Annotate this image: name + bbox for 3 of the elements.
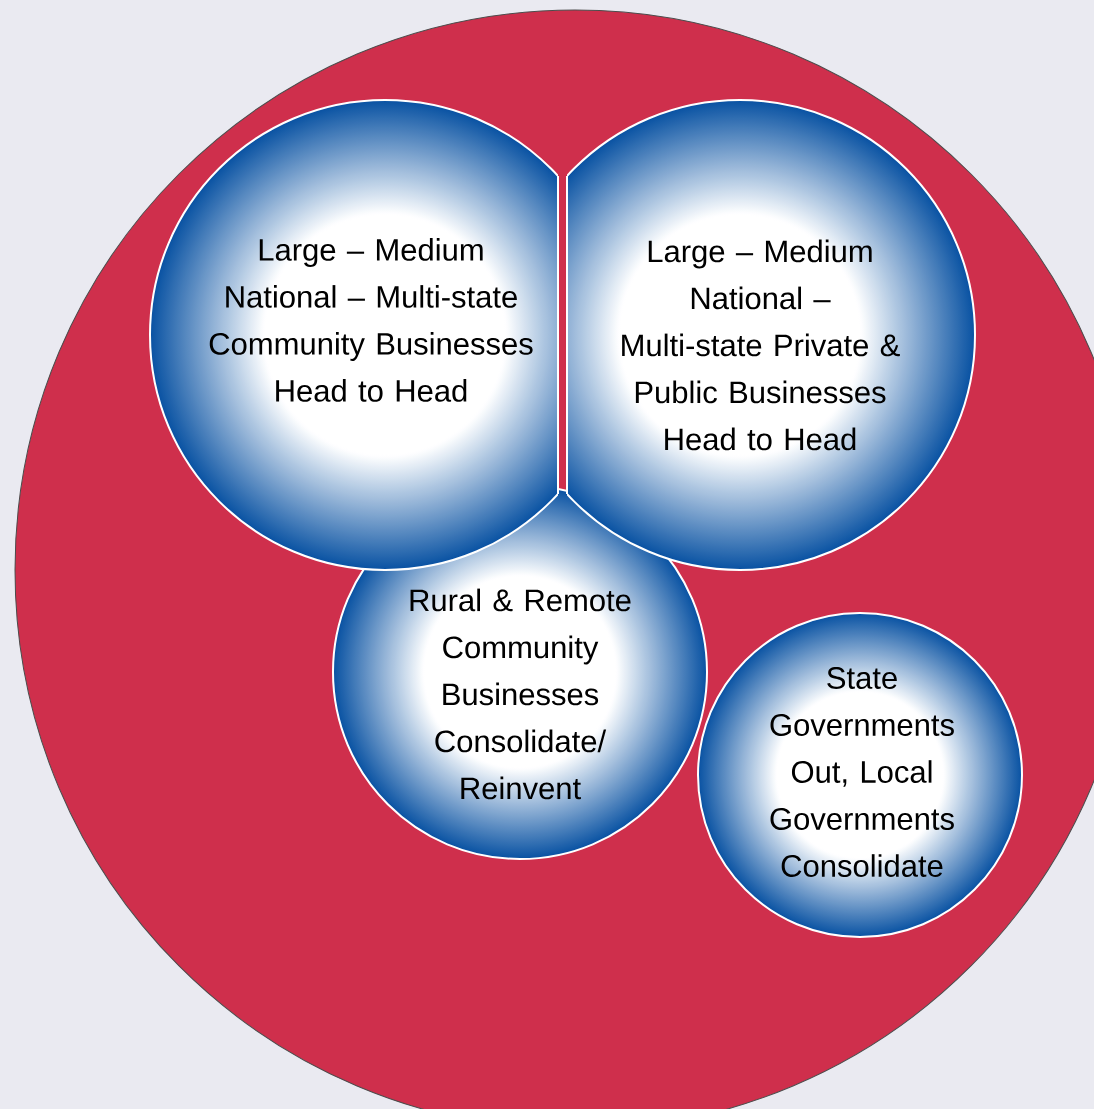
bubble: State Governments Out, Local Governments Consolidate: [697, 612, 1023, 938]
bubble: Large – Medium National – Multi-state Private & Public Businesses Head to Head: [566, 99, 976, 571]
bubble: Large – Medium National – Multi-state Community Businesses Head to Head: [149, 99, 559, 571]
